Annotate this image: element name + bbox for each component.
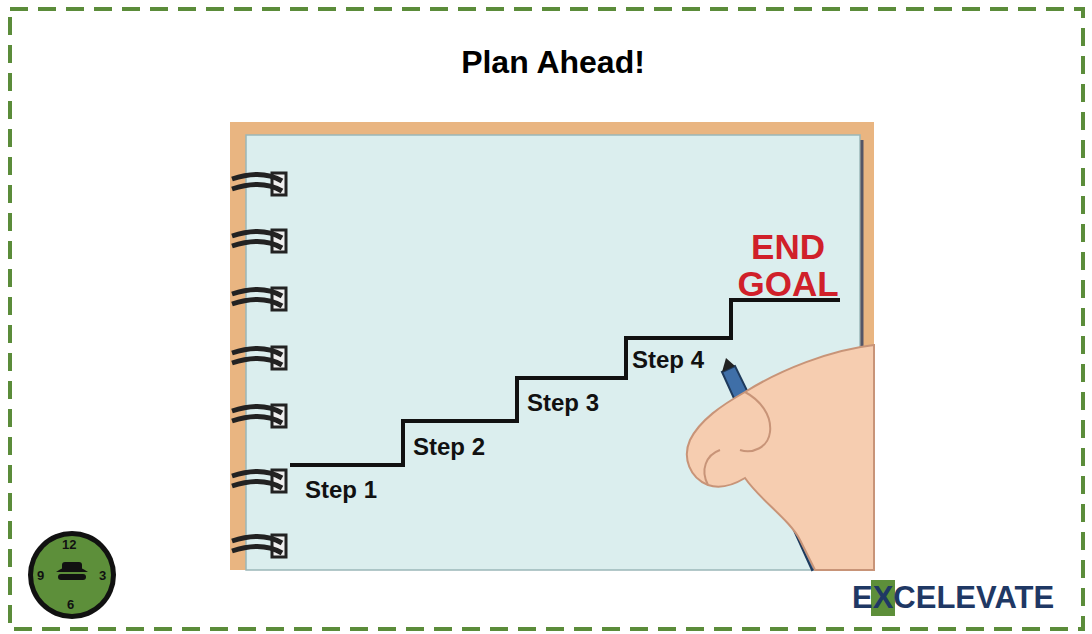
step-label: Step 1 — [305, 476, 377, 504]
clock-icon — [28, 531, 116, 619]
step-label: Step 3 — [527, 389, 599, 417]
step-label: Step 2 — [413, 433, 485, 461]
clock-number: 6 — [67, 597, 74, 612]
clock-number: 12 — [62, 537, 76, 552]
goal-label: END GOAL — [733, 228, 843, 302]
clock-number: 9 — [37, 568, 44, 583]
slide-title: Plan Ahead! — [0, 44, 1092, 81]
clock-number: 3 — [99, 568, 106, 583]
notebook-back — [230, 122, 874, 570]
hand-with-pen — [687, 345, 874, 570]
spiral-rings — [232, 173, 286, 557]
logo-text: EXCELEVATE — [852, 580, 1054, 616]
page-edge — [861, 140, 864, 368]
dashed-border — [10, 9, 1083, 629]
step-label: Step 4 — [632, 346, 704, 374]
